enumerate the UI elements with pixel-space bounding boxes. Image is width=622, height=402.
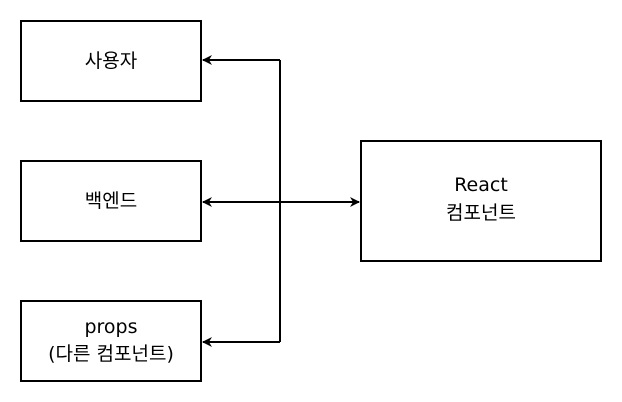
node-user: 사용자 [20,20,202,102]
node-backend: 백엔드 [20,160,202,242]
connectors [202,55,360,347]
node-react: React 컴포넌트 [360,140,602,262]
node-props-box [20,300,202,382]
node-react-label-line1: React [454,174,508,196]
node-props-label-line1: props [84,316,137,338]
node-user-box [20,20,202,102]
node-react-label-line2: 컴포넌트 [446,202,516,224]
node-props: props (다른 컴포넌트) [20,300,202,382]
node-props-label-line2: (다른 컴포넌트) [48,343,174,365]
node-backend-label: 백엔드 [85,190,137,212]
node-backend-box [20,160,202,242]
node-user-label: 사용자 [85,50,137,72]
node-react-box [360,140,602,262]
